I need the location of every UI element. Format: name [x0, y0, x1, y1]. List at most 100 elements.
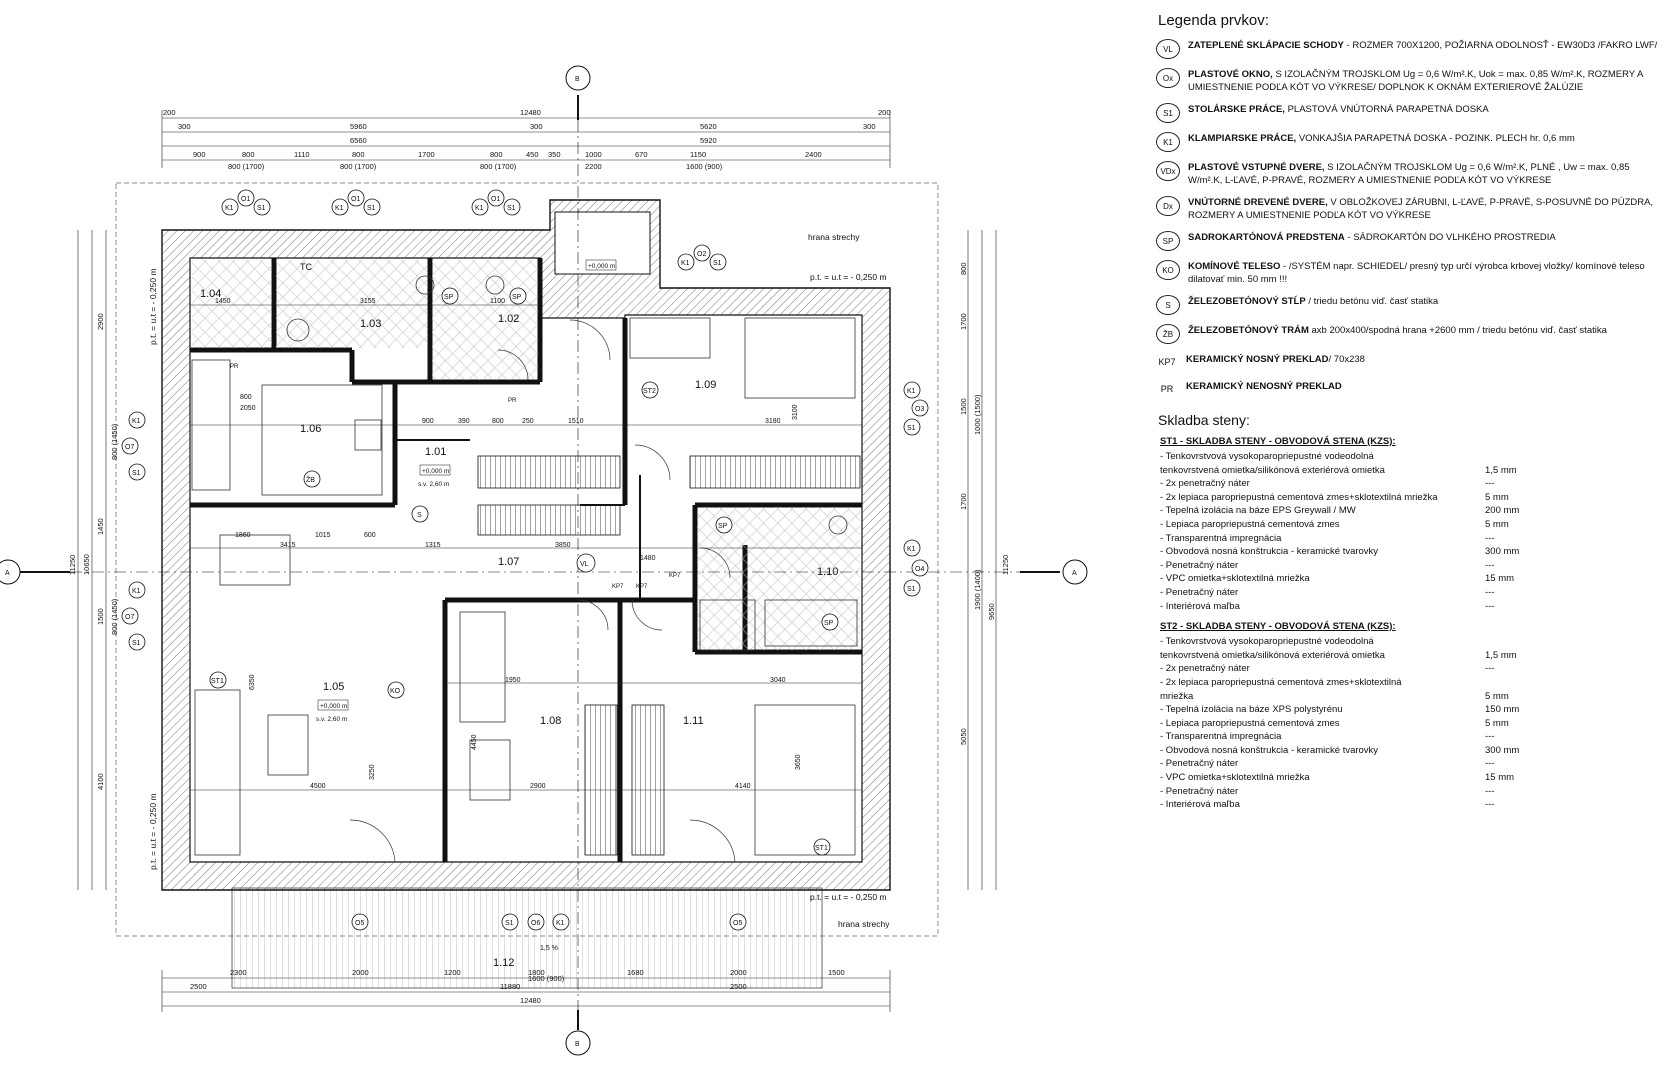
svg-text:K1: K1 [132, 418, 141, 425]
layer-value: 300 mm [1485, 546, 1520, 558]
legend-symbol: VL [1156, 39, 1180, 59]
legend-desc: - ROZMER 700X1200, POŽIARNA ODOLNOSŤ - E… [1343, 40, 1658, 51]
layer-value: --- [1485, 799, 1495, 811]
svg-text:S1: S1 [367, 205, 376, 212]
legend-bold: ŽELEZOBETÓNOVÝ TRÁM [1188, 325, 1309, 336]
roof-edge-outline [115, 182, 939, 989]
room-labels: 1.01 1.02 1.03 1.04 1.05 1.06 1.07 1.08 … [200, 262, 838, 969]
dim: 4500 [310, 783, 326, 790]
dim: 800 [959, 262, 968, 275]
legend-desc: - SÁDROKARTÓN DO VLHKÉHO PROSTREDIA [1344, 232, 1556, 243]
base-level-left-bottom: p.t. = u.t = - 0,250 m [148, 793, 158, 870]
dim: 1500 [828, 968, 845, 977]
desk-1-09 [629, 317, 711, 359]
svg-text:S1: S1 [713, 260, 722, 267]
tag-group-top-2: K1 O1 S1 [331, 189, 381, 216]
layer-value: --- [1485, 758, 1495, 770]
dim: 5050 [959, 728, 968, 745]
legend-desc: S IZOLAČNÝM TROJSKLOM Ug = 0,6 W/m².K, U… [1188, 69, 1643, 93]
legend-desc: - /SYSTÉM napr. SCHIEDEL/ presný typ urč… [1188, 261, 1645, 285]
layer-value: --- [1485, 559, 1495, 571]
dim: 3040 [770, 677, 786, 684]
dim: 1700 [959, 493, 968, 510]
dim: 2900 [96, 313, 105, 330]
room-1-12: 1.12 [493, 957, 514, 969]
dim: 300 [530, 122, 543, 131]
toilet-1-03 [415, 275, 435, 295]
wall-layer: - Interiérová maľba --- [1160, 600, 1665, 614]
bed-1-11 [754, 704, 856, 856]
layer-name: - Obvodová nosná konštrukcia - keramické… [1160, 744, 1379, 756]
dim: 800 [242, 150, 255, 159]
svg-text:O1: O1 [491, 196, 500, 203]
svg-text:SP: SP [512, 294, 522, 301]
layer-value: --- [1485, 586, 1495, 598]
layer-value: 5 mm [1485, 518, 1509, 530]
tc-label: TC [300, 262, 312, 272]
coffee-table [267, 714, 309, 776]
room-1-01: 1.01 [425, 446, 446, 458]
section-a-left: A [5, 570, 10, 577]
dim: 6350 [249, 674, 256, 690]
dim: 1315 [425, 542, 441, 549]
layer-name: tenkovrstvená omietka/silikónová exterié… [1160, 464, 1385, 476]
dim: 4100 [96, 773, 105, 790]
layer-value: 5 mm [1485, 717, 1509, 729]
layer-name: - 2x penetračný náter [1160, 478, 1250, 490]
legend-text: VNÚTORNÉ DREVENÉ DVERE, V OBLOŽKOVEJ ZÁR… [1188, 196, 1665, 222]
dim: 450 [526, 150, 539, 159]
desk-1-08 [469, 739, 511, 801]
wall-layer: - Tenkovrstvová vysokoparopriepustné vod… [1160, 450, 1665, 464]
lintel-tags: KP7 KP7 KP7 PR PR [230, 364, 681, 590]
level-tag-1-01: +0,000 m [422, 468, 449, 475]
dim: 2500 [190, 982, 207, 991]
svg-text:K1: K1 [681, 260, 690, 267]
svg-text:O5: O5 [355, 920, 364, 927]
layer-value: 15 mm [1485, 772, 1515, 784]
layer-name: - Interiérová maľba [1160, 799, 1240, 811]
room-1-09: 1.09 [695, 379, 716, 391]
legend-bold: KERAMICKÝ NENOSNÝ PREKLAD [1186, 381, 1342, 392]
dim: 200 [878, 108, 891, 117]
tag-group-left-1: K1 O7 S1 [121, 411, 146, 481]
layer-name: - Interiérová maľba [1160, 600, 1240, 612]
legend-text: ŽELEZOBETÓNOVÝ STĹP / triedu betónu viď.… [1188, 295, 1438, 308]
slope-label: 1,5 % [540, 945, 558, 952]
svg-text:O1: O1 [351, 196, 360, 203]
layer-value: 200 mm [1485, 505, 1520, 517]
dim: 12480 [520, 108, 541, 117]
layer-value: --- [1485, 600, 1495, 612]
layer-name: - Tenkovrstvová vysokoparopriepustné vod… [1160, 451, 1374, 462]
dim: 900 [422, 418, 434, 425]
dim: 1480 [640, 555, 656, 562]
room-1-02: 1.02 [498, 313, 519, 325]
room-1-07: 1.07 [498, 556, 519, 568]
wall-layer: - Obvodová nosná konštrukcia - keramické… [1160, 545, 1665, 559]
svg-text:S1: S1 [907, 425, 916, 432]
dim: 3180 [765, 418, 781, 425]
wall-layer: - Transparentná impregnácia--- [1160, 730, 1665, 744]
dim: 2400 [805, 150, 822, 159]
svg-text:S: S [417, 512, 422, 519]
dim: 1680 [627, 968, 644, 977]
layer-name: - 2x penetračný náter [1160, 663, 1250, 675]
legend-text: ZATEPLENÉ SKLÁPACIE SCHODY - ROZMER 700X… [1188, 39, 1657, 52]
dimension-text-left: 2900 1450 800 (1450) 1500 800 (1450) 410… [68, 313, 119, 790]
dim: 2050 [240, 405, 256, 412]
dim: 5960 [350, 122, 367, 131]
kitchen-island [261, 384, 383, 496]
room-1-08: 1.08 [540, 715, 561, 727]
legend-symbol: KO [1156, 260, 1180, 280]
bed-1-09 [744, 317, 856, 399]
svg-text:S1: S1 [132, 640, 141, 647]
wall-layer: tenkovrstvená omietka/silikónová exterié… [1160, 464, 1665, 478]
dim: 4140 [735, 783, 751, 790]
ceiling-1-05: s.v. 2,60 m [316, 716, 347, 723]
dimension-text-bottom: 2300 2000 1200 1800 1680 2000 1500 2500 … [190, 968, 845, 1005]
